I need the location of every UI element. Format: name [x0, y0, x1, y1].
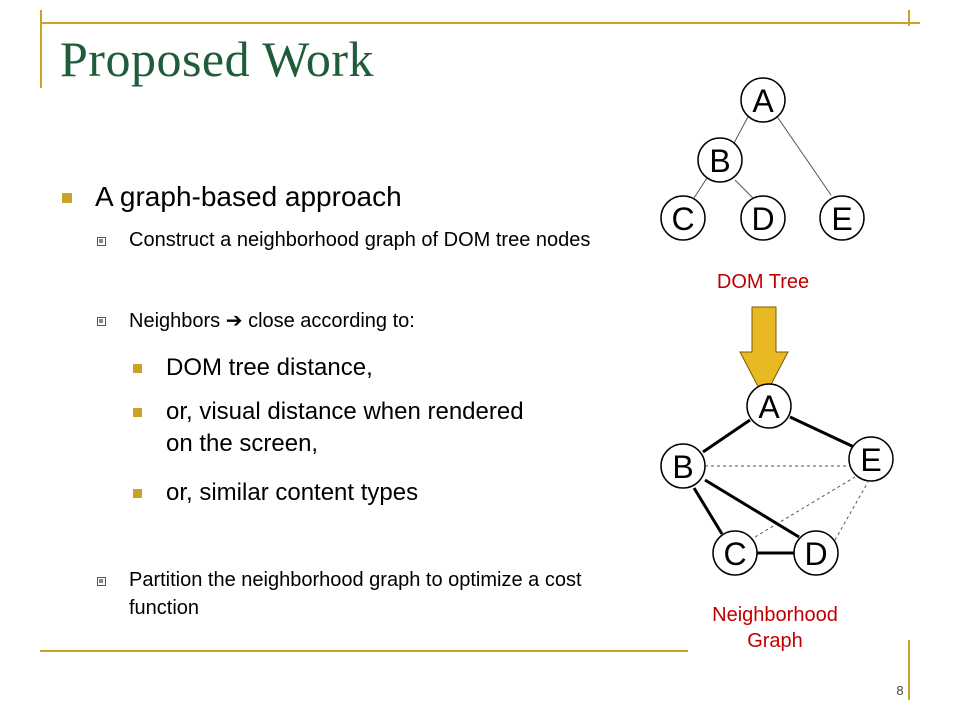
sub-bullet-partition: Partition the neighborhood graph to opti… [129, 569, 582, 619]
list-item: or, visual distance when rendered on the… [166, 398, 524, 457]
edge-a-b [733, 114, 750, 144]
top-right-vertical-rule [908, 10, 910, 26]
dom-tree-edges [693, 114, 832, 199]
graph-node-label: C [723, 536, 746, 572]
down-arrow-icon [739, 306, 789, 400]
tree-node-a [740, 77, 786, 123]
tree-node-label: C [671, 201, 694, 237]
item-marker [133, 364, 142, 373]
edge-b-c [693, 177, 708, 199]
sub-bullet-marker [97, 317, 106, 326]
edge-b-d [734, 179, 754, 199]
graph-node-d [793, 530, 839, 576]
right-arrow-icon: ➔ [225, 308, 243, 332]
edge-a-b [702, 418, 751, 454]
list-item: or, similar content types [166, 479, 419, 506]
tree-node-label: D [751, 201, 774, 237]
neighborhood-graph-caption: Neighborhood Graph [712, 604, 838, 652]
list-item: DOM tree distance, [166, 354, 373, 381]
item-marker [133, 489, 142, 498]
edge-a-e [775, 114, 832, 196]
sub-bullet-marker [97, 577, 106, 586]
tree-node-label: A [752, 83, 774, 119]
top-horizontal-rule [40, 22, 920, 24]
graph-node-label: E [860, 442, 881, 478]
graph-node-b [660, 443, 706, 489]
dashed-edge-c-e [749, 476, 856, 541]
bottom-right-vertical-rule [908, 640, 910, 700]
tree-node-c [660, 195, 706, 241]
edge-b-d [704, 478, 800, 539]
graph-node-label: B [672, 449, 693, 485]
tree-node-b [697, 137, 743, 183]
main-bullet: A graph-based approach [95, 181, 402, 212]
page-number: 8 [896, 683, 904, 698]
neighborhood-graph-dashed-edges [705, 465, 869, 541]
slide-title: Proposed Work [60, 31, 375, 87]
graph-node-a [746, 383, 792, 429]
sub-bullet-construct: Construct a neighborhood graph of DOM tr… [129, 229, 591, 251]
tree-node-label: E [831, 201, 852, 237]
neighbors-label: Neighbors [129, 310, 221, 332]
neighbors-criteria-label: close according to: [248, 310, 415, 332]
dom-tree-nodes [660, 77, 865, 241]
tree-node-e [819, 195, 865, 241]
bullet-marker [62, 193, 72, 203]
edge-b-c [692, 487, 724, 535]
sub-bullet-neighbors: Neighbors ➔ close according to: [129, 306, 599, 335]
tree-node-d [740, 195, 786, 241]
graph-node-e [848, 436, 894, 482]
item-marker [133, 408, 142, 417]
neighborhood-graph-nodes [660, 383, 894, 576]
graph-node-label: A [758, 389, 780, 425]
graph-node-label: D [804, 536, 827, 572]
neighborhood-graph-edges [692, 415, 855, 555]
dashed-edge-d-e [834, 481, 869, 541]
bottom-horizontal-rule [40, 650, 688, 652]
dom-tree-caption: DOM Tree [716, 271, 810, 293]
edge-a-e [789, 415, 855, 449]
tree-node-label: B [709, 143, 730, 179]
sub-bullet-marker [97, 237, 106, 246]
graph-node-c [712, 530, 758, 576]
top-left-vertical-rule [40, 10, 42, 88]
